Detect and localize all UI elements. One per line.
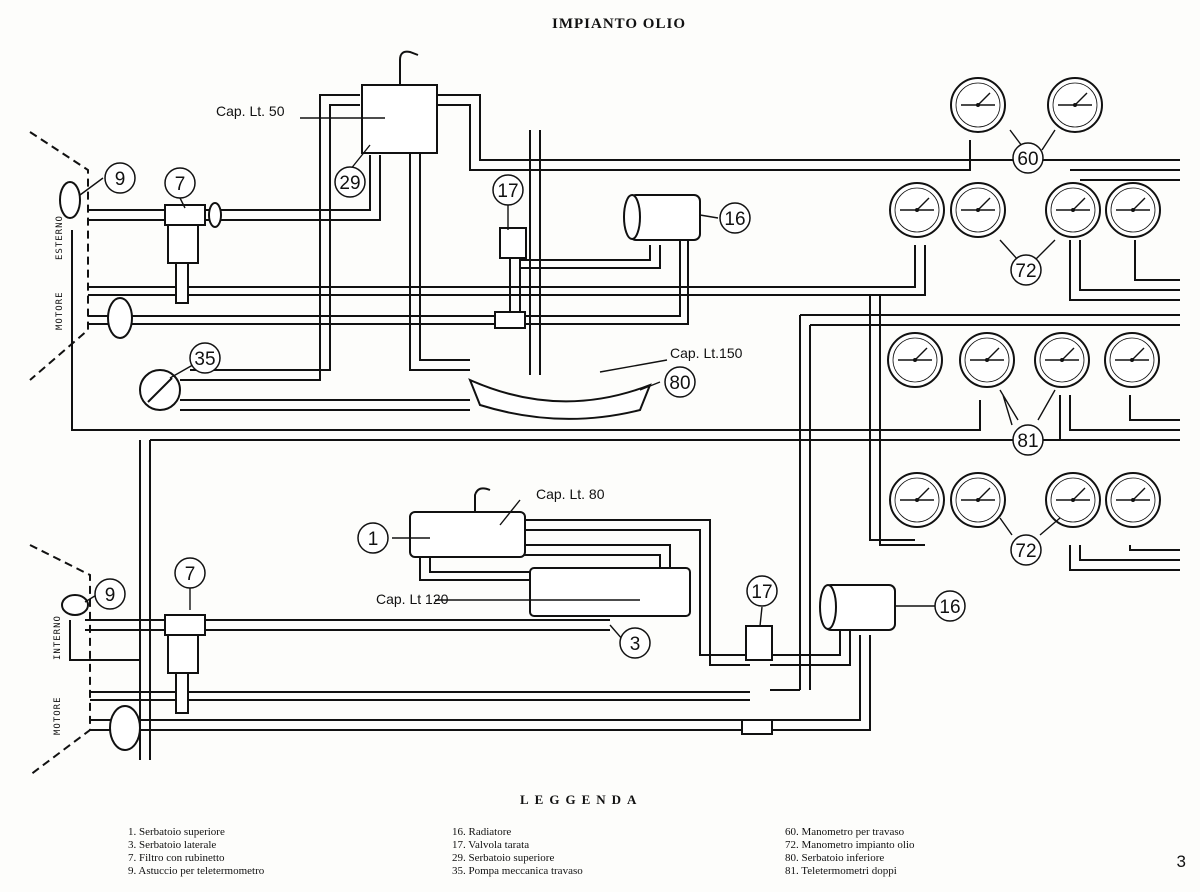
label-esterno: ESTERNO [55,215,65,260]
callout-9-upper: 9 [115,169,126,190]
legend-item: 1. Serbatoio superiore [128,826,225,838]
legend-column-3: 60. Manometro per travaso 72. Manometro … [785,826,915,878]
valve-17-upper [499,227,527,259]
callout-16-upper: 16 [724,209,745,230]
thermometer-case-upper [59,181,81,219]
gauge-icon [950,77,1006,133]
legend-item: 29. Serbatoio superiore [452,852,555,864]
capacity-label-80: Cap. Lt. 80 [536,486,605,502]
gauges-72-upper [889,182,1161,238]
tank-3 [529,567,691,617]
thermometer-case-lower [61,594,89,616]
gauges-60 [950,77,1103,133]
oil-system-diagram: 9 7 29 17 16 35 80 60 72 81 72 1 3 17 16… [29,50,1180,776]
legend-item: 81. Teletermometri doppi [785,865,897,877]
valve-17-lower [745,625,773,661]
callout-7-upper: 7 [175,174,186,195]
legend-item: 80. Serbatoio inferiore [785,852,885,864]
callout-17-upper: 17 [497,181,518,202]
capacity-label-150: Cap. Lt.150 [670,345,743,361]
legend-item: 35. Pompa meccanica travaso [452,865,583,877]
legend-item: 16. Radiatore [452,826,512,838]
callout-72-upper: 72 [1015,261,1036,282]
legend-item: 7. Filtro con rubinetto [128,852,225,864]
wall-lower [29,544,91,776]
wall-upper [29,131,89,381]
gauge-icon [1045,182,1101,238]
filter-lower [164,614,206,636]
capacity-label-50: Cap. Lt. 50 [216,103,285,119]
page-number: 3 [1176,852,1186,871]
label-motore-upper: MOTORE [55,291,65,330]
label-motore-lower: MOTORE [53,696,63,735]
callout-81: 81 [1017,431,1038,452]
gauge-icon [887,332,943,388]
legend-heading: LEGGENDA [520,792,643,807]
legend-item: 3. Serbatoio laterale [128,839,217,851]
callout-1: 1 [368,529,379,550]
callout-72-lower: 72 [1015,541,1036,562]
callout-60: 60 [1017,149,1038,170]
gauge-icon [889,182,945,238]
diagram-title: IMPIANTO OLIO [552,16,686,32]
tank-1 [409,511,526,558]
legend-column-1: 1. Serbatoio superiore 3. Serbatoio late… [128,826,264,878]
legend-item: 9. Astuccio per teletermometro [128,865,265,877]
gauge-icon [1034,332,1090,388]
gauges-72-lower [889,472,1161,528]
gauge-icon [1105,182,1161,238]
gauge-icon [959,332,1015,388]
legend-item: 60. Manometro per travaso [785,826,905,838]
gauge-icon [950,182,1006,238]
gauges-81 [887,332,1160,388]
gauge-icon [889,472,945,528]
gauge-icon [1045,472,1101,528]
legend-item: 72. Manometro impianto olio [785,839,915,851]
label-interno: INTERNO [53,615,63,660]
callout-35: 35 [194,349,215,370]
callout-29: 29 [339,173,360,194]
callout-16-lower: 16 [939,597,960,618]
tank-29 [361,84,438,154]
callout-80: 80 [669,373,690,394]
callout-3: 3 [630,634,641,655]
gauge-icon [950,472,1006,528]
tank-80 [468,378,652,420]
callout-7-lower: 7 [185,564,196,585]
capacity-label-120: Cap. Lt 120 [376,591,449,607]
legend-column-2: 16. Radiatore 17. Valvola tarata 29. Ser… [452,826,583,878]
callout-17-lower: 17 [751,582,772,603]
gauge-icon [1104,332,1160,388]
gauge-icon [1105,472,1161,528]
callout-9-lower: 9 [105,585,116,606]
legend-item: 17. Valvola tarata [452,839,530,851]
gauge-icon [1047,77,1103,133]
